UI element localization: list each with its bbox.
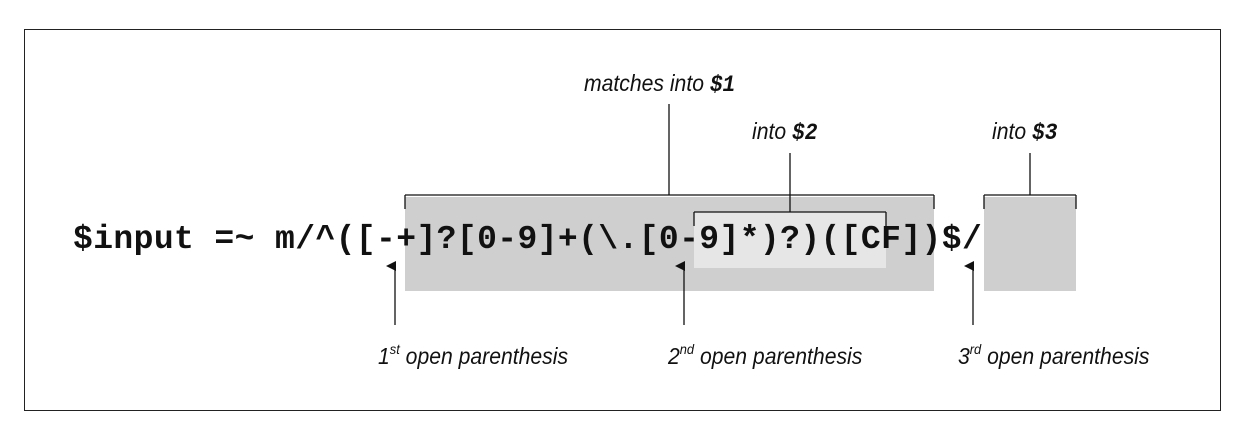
paren-ordinal-suffix: rd: [969, 341, 982, 357]
label-group2-text: into: [752, 118, 793, 144]
paren-ordinal-suffix: st: [389, 341, 400, 357]
group2-bracket: [693, 153, 887, 226]
label-group1-register: $1: [709, 72, 736, 98]
label-group2-register: $2: [792, 120, 818, 146]
group3-highlight: [984, 197, 1076, 291]
label-2nd-open-paren: 2nd open parenthesis: [668, 341, 862, 370]
label-group1: matches into $1: [584, 70, 735, 98]
group2-highlight: [694, 212, 886, 268]
label-group3: into $3: [992, 118, 1057, 146]
label-1st-open-paren: 1st open parenthesis: [378, 341, 568, 370]
paren-ordinal-suffix: nd: [679, 341, 695, 357]
regex-code-line: $input =~ m/^([-+]?[0-9]+(\.[0-9]*)?)([C…: [73, 221, 983, 258]
paren-label-text: open parenthesis: [399, 343, 569, 369]
paren-ordinal-number: 3: [958, 343, 970, 369]
label-group3-register: $3: [1032, 120, 1058, 146]
group1-bracket: [404, 104, 935, 209]
label-group1-text: matches into: [584, 70, 710, 96]
paren-ordinal-number: 1: [378, 343, 390, 369]
paren-label-text: open parenthesis: [694, 343, 863, 369]
label-3rd-open-paren: 3rd open parenthesis: [958, 341, 1149, 370]
label-group3-text: into: [992, 118, 1033, 144]
paren-ordinal-number: 2: [668, 343, 680, 369]
paren-label-text: open parenthesis: [981, 343, 1150, 369]
group3-bracket: [983, 153, 1077, 209]
label-group2: into $2: [752, 118, 817, 146]
